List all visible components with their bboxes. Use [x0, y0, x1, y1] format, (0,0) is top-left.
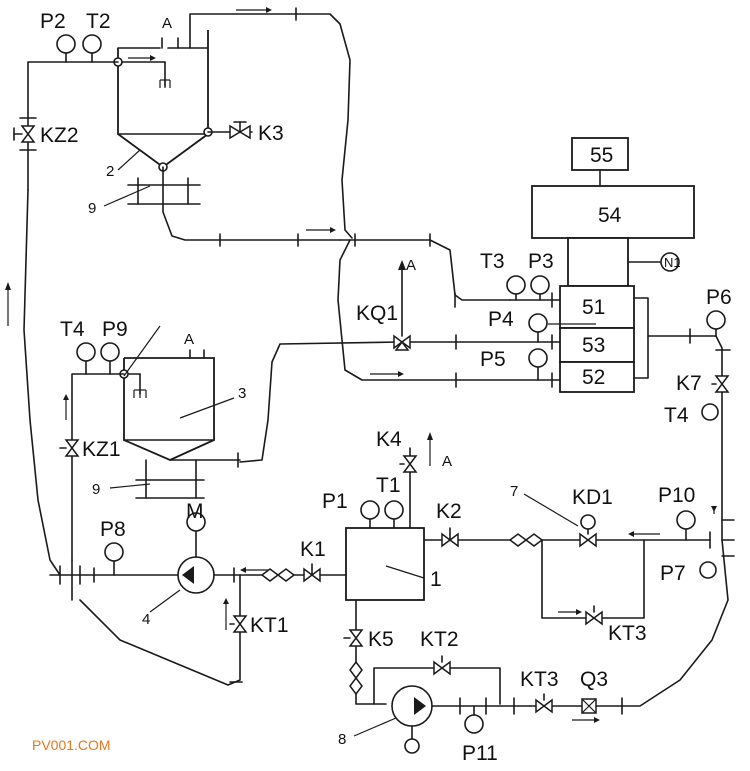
label-k4: K4 [376, 428, 402, 451]
valve-k4 [399, 455, 418, 473]
valve-kt3-upper [585, 605, 603, 626]
watermark: PV001.COM [32, 737, 111, 753]
label-a-tank3: A [184, 331, 194, 348]
gauge-p9 [100, 342, 120, 362]
label-kt2: KT2 [420, 628, 459, 651]
label-k7: K7 [676, 372, 702, 395]
label-kq1: KQ1 [356, 302, 398, 325]
label-p10: P10 [658, 484, 695, 507]
box-55: 55 [571, 137, 629, 171]
label-p8: P8 [100, 518, 126, 541]
svg-text:55: 55 [590, 144, 613, 167]
label-t1: T1 [376, 474, 401, 497]
unit-52: 52 [559, 361, 635, 393]
label-p7: P7 [660, 562, 686, 585]
label-kt1: KT1 [250, 614, 289, 637]
label-k2: K2 [436, 500, 462, 523]
valve-k2 [441, 527, 459, 548]
box-54: 54 [531, 185, 695, 239]
svg-text:1: 1 [430, 568, 442, 591]
label-p4: P4 [488, 308, 514, 331]
label-p6: P6 [706, 286, 732, 309]
gauge-t4-right [701, 403, 719, 421]
valve-k3 [229, 121, 251, 140]
label-7: 7 [510, 483, 518, 500]
svg-text:53: 53 [582, 334, 605, 357]
svg-text:N1: N1 [664, 255, 681, 270]
valve-kz2 [13, 117, 37, 151]
label-m: M [186, 500, 204, 523]
gauge-p2 [56, 34, 76, 63]
gauge-p7 [699, 561, 717, 579]
gauge-p8 [104, 542, 124, 562]
svg-text:51: 51 [582, 296, 605, 319]
svg-text:52: 52 [582, 366, 605, 389]
label-4: 4 [142, 611, 150, 628]
label-a-k4: A [442, 453, 452, 470]
label-a-top: A [162, 15, 172, 32]
tank-3 [119, 349, 215, 499]
label-k5: K5 [368, 628, 394, 651]
label-2: 2 [106, 163, 114, 180]
label-q3: Q3 [580, 668, 608, 691]
gauge-p5 [528, 348, 548, 368]
gauge-t3 [506, 275, 526, 295]
label-k3: K3 [258, 122, 284, 145]
gauge-p11 [464, 714, 484, 734]
label-8: 8 [338, 731, 346, 748]
label-t2: T2 [86, 10, 111, 33]
label-3: 3 [238, 385, 246, 402]
label-p11: P11 [462, 742, 498, 765]
junction-left [59, 559, 95, 601]
valve-kt1 [229, 615, 248, 633]
gauge-t2 [82, 34, 102, 63]
label-kz1: KZ1 [82, 438, 121, 461]
valve-q3 [581, 698, 597, 714]
valve-kz1 [59, 439, 80, 457]
label-kz2: KZ2 [40, 124, 79, 147]
valve-k7 [711, 375, 730, 393]
label-k1: K1 [300, 538, 326, 561]
svg-text:54: 54 [598, 204, 622, 227]
unit-51: 51 [559, 285, 635, 329]
label-kt3-upper: KT3 [608, 622, 647, 645]
gauge-p6 [706, 310, 726, 330]
pump-4 [177, 512, 215, 594]
gauge-p1 [360, 500, 380, 520]
label-kd1: KD1 [572, 486, 613, 509]
label-9a: 9 [88, 200, 96, 217]
label-a-mid: A [406, 257, 416, 274]
unit-53: 53 [559, 327, 635, 363]
label-p2: P2 [40, 10, 66, 33]
valve-kq1 [393, 260, 411, 351]
label-t4-left: T4 [60, 318, 85, 341]
gauge-p3 [530, 275, 550, 295]
valve-kt2 [433, 655, 451, 676]
label-p3: P3 [528, 250, 554, 273]
valve-k1 [303, 563, 321, 583]
label-t4-right: T4 [664, 404, 689, 427]
label-p9: P9 [102, 318, 128, 341]
gauge-p4 [528, 313, 548, 333]
gauge-t4-left [76, 342, 96, 362]
valve-kd1 [579, 514, 597, 548]
gauge-p10 [676, 510, 696, 530]
motor-n1: N1 [660, 252, 681, 272]
label-p5: P5 [480, 348, 506, 371]
valve-kt3-lower [535, 693, 553, 714]
pump-8 [391, 685, 433, 754]
valve-k5 [343, 629, 364, 647]
label-9b: 9 [92, 481, 100, 498]
tank-1: 1 [345, 527, 442, 601]
label-t3: T3 [480, 250, 505, 273]
label-p1: P1 [322, 490, 348, 513]
label-kt3-lower: KT3 [520, 668, 559, 691]
gauge-t1 [384, 500, 404, 520]
